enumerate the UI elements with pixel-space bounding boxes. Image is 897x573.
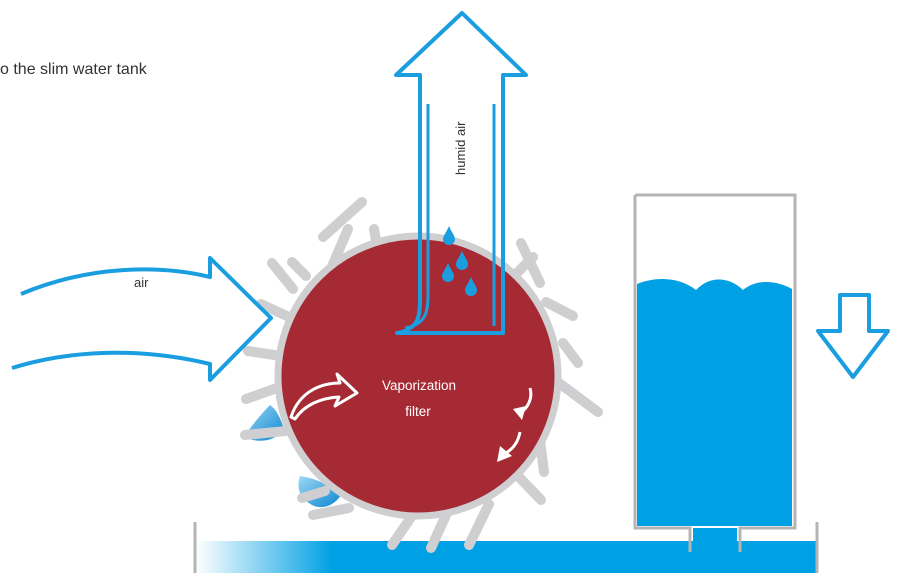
humid-air-label: humid air — [453, 121, 468, 175]
caption-text: o the slim water tank — [0, 61, 147, 78]
rotation-arrow-main — [289, 372, 359, 421]
tank-down-arrow-icon — [816, 293, 890, 379]
water-drop-icon — [442, 263, 454, 282]
humid-air-arrow — [394, 11, 528, 335]
rotation-arrowhead-1 — [513, 406, 526, 420]
air-label: air — [134, 275, 149, 290]
filter-label-line1: Vaporization — [382, 378, 456, 393]
water-drop-icon — [465, 277, 477, 296]
humid-air-arrow-inner — [404, 104, 430, 330]
tank-outline — [633, 193, 797, 552]
rotation-arrowhead-2 — [497, 446, 512, 462]
tank-nozzle-water — [693, 528, 737, 550]
filter-label-line2: filter — [405, 404, 431, 419]
water-drop-icon — [443, 226, 455, 245]
air-inflow-arrow — [11, 256, 273, 382]
water-drop-icon — [456, 251, 468, 270]
tank-water — [637, 279, 792, 526]
